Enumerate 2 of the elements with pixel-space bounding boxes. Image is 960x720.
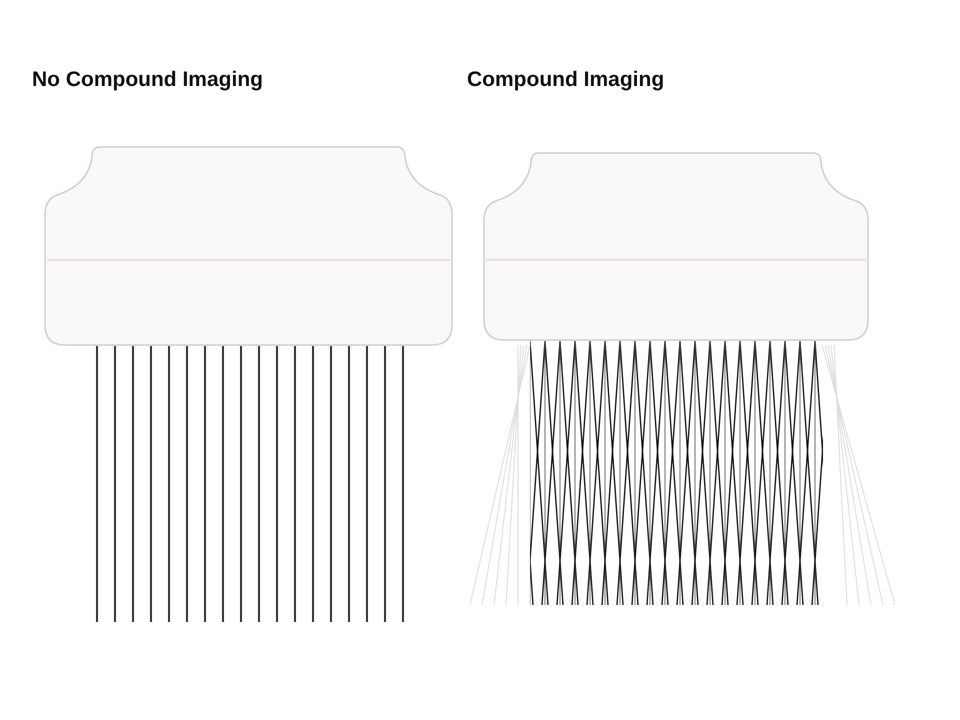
panel-title: No Compound Imaging [32, 68, 263, 92]
panel-title: Compound Imaging [467, 68, 664, 92]
